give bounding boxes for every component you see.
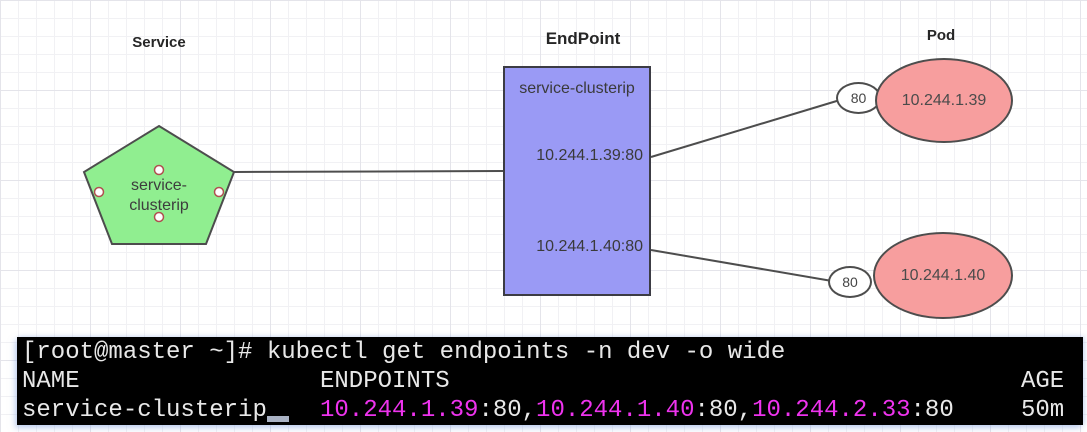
pod-port-label-1: 80 [850, 90, 867, 106]
terminal-header-endpoints: ENDPOINTS [320, 368, 450, 395]
terminal-result-endpoints: 10.244.1.39:80,10.244.1.40:80,10.244.2.3… [320, 396, 954, 425]
endpoint-node: service-clusterip 10.244.1.39:80 10.244.… [503, 66, 651, 296]
endpoint-heading: EndPoint [545, 29, 621, 48]
service-node-label: service- clusterip [129, 176, 189, 216]
service-heading: Service [132, 34, 186, 51]
terminal-header-line: NAME ENDPOINTS AGE [17, 367, 1083, 396]
connector-endpoint-to-pod-1 [650, 99, 841, 158]
terminal-result-line: service-clusterip 10.244.1.39:80,10.244.… [17, 396, 1083, 425]
terminal-window[interactable]: [root@master ~]# kubectl get endpoints -… [17, 337, 1083, 425]
endpoint-port-2: :80, [694, 397, 753, 424]
endpoint-address-1: 10.244.1.39:80 [536, 147, 643, 164]
terminal-cursor [267, 416, 289, 422]
pod-port-badge-2: 80 [828, 266, 872, 298]
endpoint-port-1: :80, [478, 397, 537, 424]
pod-port-label-2: 80 [842, 274, 858, 290]
connection-handle-right-icon [213, 186, 225, 198]
terminal-command: [root@master ~]# kubectl get endpoints -… [22, 339, 786, 366]
service-node-label-line2: clusterip [129, 197, 189, 214]
connection-handle-bottom-icon [153, 211, 165, 223]
terminal-result-age: 50m [1021, 397, 1065, 424]
service-node-label-line1: service- [130, 177, 188, 194]
endpoint-ip-1: 10.244.1.39 [320, 397, 479, 424]
pod-node-2: 10.244.1.40 [873, 232, 1013, 319]
pod-ip-label-2: 10.244.1.40 [900, 266, 986, 284]
pod-node-1: 10.244.1.39 [875, 58, 1013, 143]
terminal-prompt-line: [root@master ~]# kubectl get endpoints -… [17, 338, 1083, 367]
endpoint-address-2: 10.244.1.40:80 [536, 238, 643, 255]
endpoint-port-3: :80 [910, 397, 954, 424]
pod-port-badge-1: 80 [836, 82, 881, 114]
pod-ip-label-1: 10.244.1.39 [901, 91, 987, 109]
endpoint-ip-2: 10.244.1.40 [536, 397, 695, 424]
service-pentagon-shape [82, 124, 236, 245]
terminal-header-age: AGE [1021, 368, 1065, 395]
endpoint-ip-3: 10.244.2.33 [752, 397, 911, 424]
connector-service-to-endpoint [233, 170, 504, 173]
connection-handle-left-icon [93, 186, 105, 198]
endpoint-node-title: service-clusterip [519, 80, 635, 97]
terminal-header-name: NAME [22, 368, 80, 395]
pod-heading: Pod [926, 27, 956, 44]
connector-endpoint-to-pod-2 [650, 249, 833, 282]
connection-handle-top-icon [153, 164, 165, 176]
terminal-result-name: service-clusterip [22, 397, 267, 424]
